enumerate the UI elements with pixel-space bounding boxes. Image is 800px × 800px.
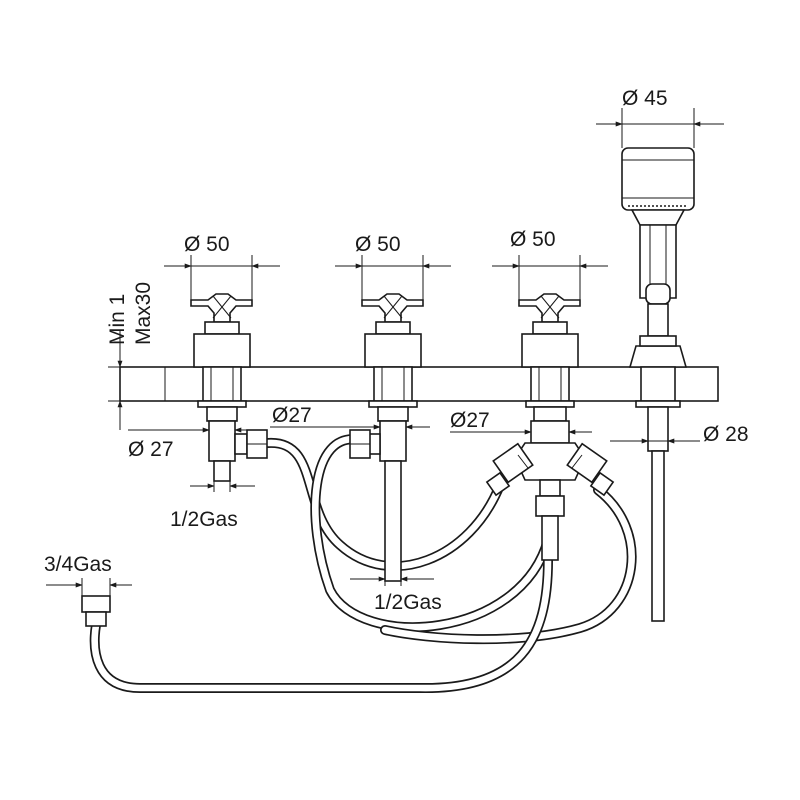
shower-head-diameter-label: Ø 45 (622, 87, 668, 110)
hoses (89, 434, 637, 694)
valve-1-thread-label: 1/2Gas (170, 508, 238, 531)
shower-shank-diameter-label: Ø 28 (703, 423, 749, 446)
handle-1-diameter-label: Ø 50 (184, 233, 230, 256)
valve-2-outlet (349, 429, 381, 459)
valve-2-thread-label: 1/2Gas (374, 591, 442, 614)
handle-1 (190, 293, 253, 482)
supply-thread-label: 3/4Gas (44, 553, 112, 576)
valve-1-diameter-label: Ø 27 (128, 438, 174, 461)
deck-min-label: Min 1 (106, 294, 129, 345)
handle-3 (518, 293, 581, 444)
valve-2-diameter-label: Ø27 (272, 404, 312, 427)
diverter-block (485, 442, 615, 561)
valve-1-outlet (234, 429, 268, 459)
supply-connector (81, 595, 111, 627)
handle-2 (361, 293, 424, 582)
dimension-lines (46, 108, 724, 596)
valve-3-diameter-label: Ø27 (450, 409, 490, 432)
handle-3-diameter-label: Ø 50 (510, 228, 556, 251)
deck-max-label: Max30 (132, 282, 155, 345)
handle-2-diameter-label: Ø 50 (355, 233, 401, 256)
hand-shower (621, 147, 695, 622)
